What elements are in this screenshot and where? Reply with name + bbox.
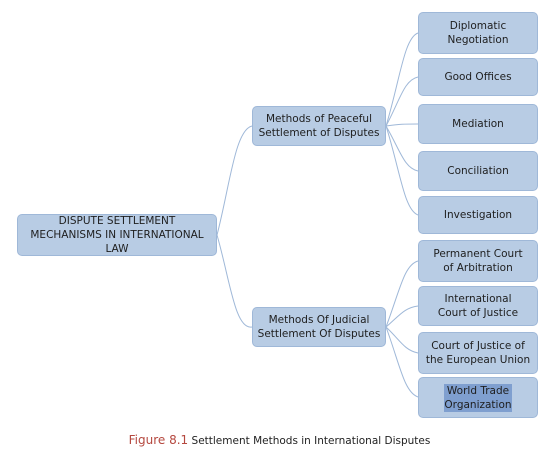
branch-node-peaceful: Methods of Peaceful Settlement of Disput… xyxy=(252,106,386,146)
connector-b2-c2 xyxy=(385,305,419,328)
connector-b2-c1 xyxy=(385,260,419,328)
branch-node-judicial: Methods Of Judicial Settlement Of Disput… xyxy=(252,307,386,347)
leaf-node-world-trade-organization: World Trade Organization xyxy=(418,377,538,418)
leaf-node-label: Mediation xyxy=(452,118,504,130)
leaf-node-mediation: Mediation xyxy=(418,104,538,144)
figure-number: Figure 8.1 xyxy=(128,433,189,447)
leaf-node-conciliation: Conciliation xyxy=(418,151,538,191)
leaf-node-label: Permanent Court of Arbitration xyxy=(433,248,523,274)
figure-caption: Figure 8.1 Settlement Methods in Interna… xyxy=(0,433,559,447)
connector-b1-c2 xyxy=(385,76,419,127)
root-node-label: DISPUTE SETTLEMENT MECHANISMS IN INTERNA… xyxy=(30,215,204,255)
leaf-node-investigation: Investigation xyxy=(418,196,538,234)
connector-b2-c4 xyxy=(385,326,419,398)
branch-node-label: Methods of Peaceful Settlement of Disput… xyxy=(258,113,380,139)
leaf-node-label: Conciliation xyxy=(447,165,509,177)
connector-b2-c3 xyxy=(385,326,419,354)
leaf-node-label: Diplomatic Negotiation xyxy=(447,20,509,46)
leaf-node-label: World Trade Organization xyxy=(444,383,512,412)
connector-b1-c4 xyxy=(385,125,419,172)
connector-root-branch-2 xyxy=(216,234,253,328)
leaf-node-diplomatic-negotiation: Diplomatic Negotiation xyxy=(418,12,538,54)
branch-node-label: Methods Of Judicial Settlement Of Disput… xyxy=(257,314,381,340)
root-node: DISPUTE SETTLEMENT MECHANISMS IN INTERNA… xyxy=(17,214,217,256)
leaf-node-label: Good Offices xyxy=(444,71,512,83)
leaf-node-good-offices: Good Offices xyxy=(418,58,538,96)
connector-b1-c5 xyxy=(385,125,419,216)
connector-b1-c1 xyxy=(385,32,419,127)
connector-b1-c3 xyxy=(385,123,419,127)
leaf-node-label: International Court of Justice xyxy=(437,293,519,319)
leaf-node-label: Investigation xyxy=(443,209,513,221)
leaf-node-international-court-of-justice: International Court of Justice xyxy=(418,286,538,326)
figure-caption-text: Settlement Methods in International Disp… xyxy=(191,435,431,447)
leaf-node-label: Court of Justice of the European Union xyxy=(425,340,531,366)
connector-root-branch-1 xyxy=(216,125,253,236)
leaf-node-court-of-justice-eu: Court of Justice of the European Union xyxy=(418,332,538,374)
leaf-node-permanent-court-of-arbitration: Permanent Court of Arbitration xyxy=(418,240,538,282)
